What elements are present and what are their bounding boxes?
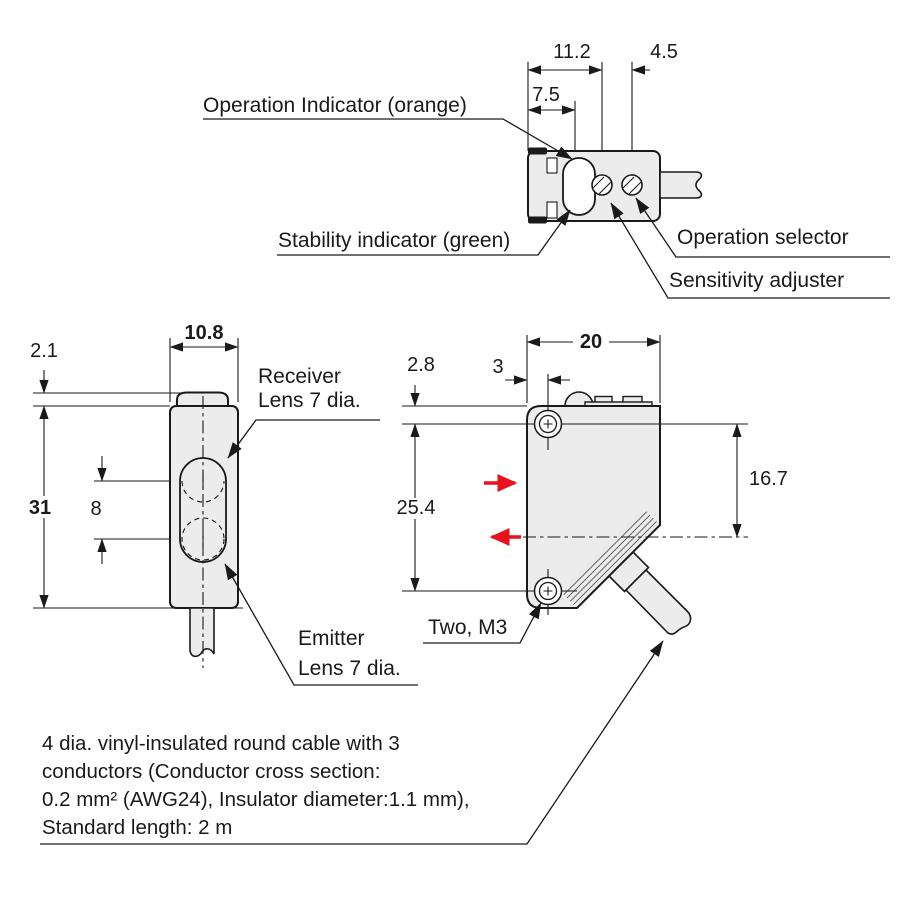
leader-mounting-holes — [423, 602, 542, 644]
mounting-hole-top — [533, 409, 563, 439]
emitter-lens-hidden-circle — [181, 517, 225, 561]
front-view: 2.8 25.4 3 20 16.7 Two, M3 — [393, 331, 788, 644]
receiver-lens-hidden-arc — [181, 480, 225, 503]
cable-note-line-4: Standard length: 2 m — [42, 816, 232, 839]
lens-window-outline — [179, 457, 227, 563]
leader-emitter-lens — [224, 563, 418, 686]
front-slot — [546, 157, 558, 174]
leader-cable-note — [40, 640, 664, 845]
cable-note: 4 dia. vinyl-insulated round cable with … — [40, 640, 664, 845]
dim-4-5: 4.5 — [650, 41, 678, 63]
dim-10-8: 10.8 — [185, 322, 224, 344]
label-emitter-lens-2: Lens 7 dia. — [298, 657, 401, 680]
top-view: 11.2 4.5 7.5 Operation Indicator (orange… — [203, 41, 890, 299]
operation-selector-screw-icon — [621, 174, 643, 196]
dim-11-2: 11.2 — [553, 41, 590, 63]
label-receiver-lens-2: Lens 7 dia. — [258, 389, 361, 412]
chamfer-hatch — [561, 509, 660, 608]
dim-25-4: 25.4 — [397, 497, 436, 519]
leader-operation-indicator — [203, 118, 573, 160]
leader-receiver-lens — [227, 419, 380, 459]
label-mounting-holes: Two, M3 — [428, 616, 507, 639]
dim-7-5: 7.5 — [532, 84, 560, 106]
dim-16-7: 16.7 — [749, 468, 788, 490]
dim-20: 20 — [580, 331, 602, 353]
sensitivity-adjuster-screw-icon — [591, 174, 613, 196]
front-slot — [546, 201, 558, 219]
label-emitter-lens-1: Emitter — [298, 627, 365, 650]
cable-top-view — [659, 171, 703, 199]
dim-31: 31 — [29, 497, 51, 519]
leader-operation-selector — [635, 197, 890, 258]
cable-side-view — [189, 607, 215, 658]
label-receiver-lens-1: Receiver — [258, 365, 341, 388]
side-view: 2.1 31 10.8 8 Receiver Lens 7 dia. Emitt… — [28, 322, 418, 686]
cable-note-line-3: 0.2 mm² (AWG24), Insulator diameter:1.1 … — [42, 788, 470, 811]
mounting-edge-mark — [528, 147, 547, 155]
dim-text-mask — [393, 498, 440, 519]
cable-front-view — [624, 568, 692, 635]
label-operation-selector: Operation selector — [677, 226, 849, 249]
dim-2-8: 2.8 — [407, 354, 435, 376]
mounting-hole-bottom — [533, 576, 563, 606]
dim-text-mask — [573, 331, 609, 352]
label-operation-indicator: Operation Indicator (orange) — [203, 94, 467, 117]
cable-note-line-2: conductors (Conductor cross section: — [42, 760, 380, 783]
leader-sensitivity-adjuster — [610, 202, 890, 299]
label-stability-indicator: Stability indicator (green) — [278, 229, 510, 252]
cable-note-line-1: 4 dia. vinyl-insulated round cable with … — [42, 732, 400, 755]
dim-text-mask — [28, 496, 53, 518]
leader-stability-indicator — [277, 209, 571, 256]
label-sensitivity-adjuster: Sensitivity adjuster — [669, 269, 844, 292]
dim-2-1: 2.1 — [30, 340, 58, 362]
indicator-window — [562, 157, 596, 216]
mounting-edge-mark — [528, 216, 547, 224]
dim-8: 8 — [90, 498, 101, 520]
dim-3: 3 — [492, 356, 503, 378]
